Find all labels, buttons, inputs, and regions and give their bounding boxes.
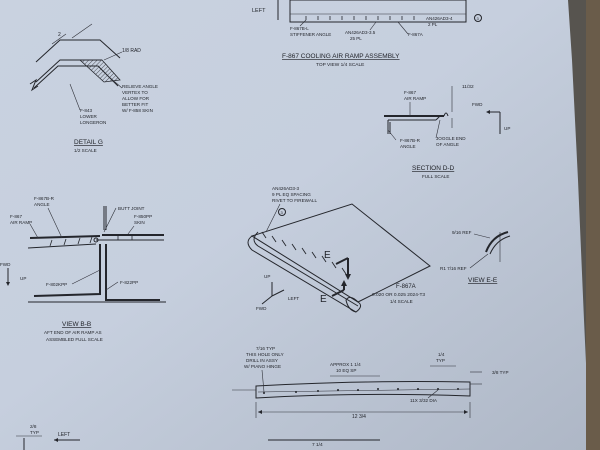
detail-g-title: DETAIL G	[74, 139, 103, 146]
view-ee-r2: R1 7/16 REF	[440, 266, 467, 271]
ramp-circle-note: 3	[281, 210, 284, 215]
view-ee: 9/16 REF R1 7/16 REF VIEW E-E	[440, 230, 511, 284]
ramp-rivet-1: AN426AD3-3	[272, 186, 300, 191]
top-left-label: LEFT	[252, 8, 266, 14]
section-dd: 11/32 F-867 AIR RAMP FWD UP F-867B-R ANG…	[384, 84, 510, 179]
top-strip: LEFT F-867B-L STIFFENER ANGLE AN426AD3-3…	[252, 0, 482, 68]
view-bb-fwd: FWD	[0, 262, 11, 267]
view-bb-p2: F-867	[10, 214, 22, 219]
view-bb-butt: BUTT JOINT	[118, 206, 145, 211]
view-bb-p1b: ANGLE	[34, 202, 50, 207]
hinge-approx-1: APPROX 1 1/4	[330, 362, 361, 367]
detail-g-note-5: W/ F-858 SKIN	[122, 108, 153, 113]
rivet-label: AN426AD3-3.5	[345, 30, 376, 35]
section-dd-dim: 11/32	[462, 84, 474, 90]
hinge-part: 7/16 TYP THIS HOLE ONLY DRILL IN ASSY W/…	[232, 346, 509, 420]
view-bb-p2b: AIR RAMP	[10, 220, 32, 225]
view-bb-sub-2: ASSEMBLED FULL SCALE	[46, 337, 103, 342]
ramp-fwd: FWD	[256, 306, 267, 311]
bl-left: LEFT	[58, 432, 70, 438]
section-dd-title: SECTION D-D	[412, 165, 455, 172]
view-bb-p3b: SKIN	[134, 220, 145, 225]
ramp-rivet-2: 9 PL EQ SPACING	[272, 192, 311, 197]
section-dd-fwd: FWD	[472, 102, 483, 107]
wood-edge	[586, 0, 600, 450]
detail-g-dim: 2	[58, 32, 61, 38]
hinge-note-4: W/ PIANO HINGE	[244, 364, 281, 369]
ramp-isometric: AN426AD3-3 9 PL EQ SPACING RIVET TO FIRE…	[247, 186, 431, 313]
ramp-up: UP	[264, 274, 270, 279]
hinge-holes: 11X 3/32 DIA	[410, 398, 438, 403]
hinge-note-3: DRILL IN ASSY	[246, 358, 278, 363]
view-bb-up: UP	[20, 276, 26, 281]
section-dd-part-1b: AIR RAMP	[404, 96, 426, 101]
section-dd-scale: FULL SCALE	[422, 174, 449, 179]
section-dd-up: UP	[504, 126, 510, 131]
detail-g-part-2: LOWER	[80, 114, 98, 119]
ramp-left: LEFT	[288, 296, 299, 301]
view-bb: F-867B-R ANGLE F-867 AIR RAMP BUTT JOINT…	[0, 196, 166, 342]
bl-dim-2: TYP	[30, 430, 39, 435]
rivet-label-right: AN426AD3-4	[426, 16, 453, 21]
view-ee-r1: 9/16 REF	[452, 230, 472, 235]
circle-note-top: 3	[477, 16, 480, 21]
hinge-tip-2: TYP	[436, 358, 445, 363]
view-bb-sub-1: AFT END OF AIR RAMP AS	[44, 330, 102, 335]
section-e-bottom: E	[320, 294, 327, 305]
hinge-approx-2: 10 EQ SP	[336, 368, 356, 373]
bottom-length-2: 7 1/4	[312, 442, 323, 448]
view-bb-p5: F-822PP	[120, 280, 138, 285]
detail-g-note-4: BETTER FIT	[122, 102, 148, 107]
detail-g-note-2: VERTEX TO	[122, 90, 148, 95]
detail-g-part-3: LONGERON	[80, 120, 106, 125]
bl-dim-1: 2/8	[30, 424, 37, 429]
detail-g-note-1: RELIEVE ANGLE	[122, 84, 158, 89]
view-bb-p4: F-802KPP	[46, 282, 67, 287]
assembly-title: F-867 COOLING AIR RAMP ASSEMBLY	[282, 53, 400, 60]
detail-g-rad: 1/8 RAD	[122, 48, 141, 54]
hinge-radius: 3/8 TYP	[492, 370, 509, 375]
detail-g-part-1: F-843	[80, 108, 92, 113]
section-dd-part-1: F-867	[404, 90, 416, 95]
section-dd-note-1: JOGGLE END	[436, 136, 466, 141]
detail-g-scale: 1/2 SCALE	[74, 148, 97, 153]
bottom-left-fragment: 2/8 TYP LEFT 7 1/4	[16, 424, 380, 450]
view-ee-title: VIEW E-E	[468, 277, 498, 284]
ramp-part: F-867A	[396, 284, 416, 290]
hinge-length: 12 3/4	[352, 414, 366, 420]
rivet-pl: 25 PL	[350, 36, 362, 41]
view-bb-p1: F-867B-R	[34, 196, 55, 201]
section-dd-part-2b: ANGLE	[400, 144, 416, 149]
rivet-pl-right: 2 PL	[428, 22, 438, 27]
hinge-note-2: THIS HOLE ONLY	[246, 352, 284, 357]
view-bb-title: VIEW B-B	[62, 321, 91, 328]
ramp-material: 0.020 OR 0.025 2024-T3	[372, 292, 425, 298]
view-bb-p3: F-850PP	[134, 214, 152, 219]
hinge-tip-1: 1/4	[438, 352, 445, 357]
section-dd-part-2: F-867B-R	[400, 138, 421, 143]
hinge-note-1: 7/16 TYP	[256, 346, 275, 351]
detail-g: 2 1/8 RAD RELIEVE ANGLE VERTEX TO ALLOW …	[29, 23, 158, 153]
ramp-rivet-3: RIVET TO FIREWALL	[272, 198, 317, 203]
stiffener-label-2: STIFFENER ANGLE	[290, 32, 331, 37]
section-e-top: E	[324, 250, 331, 261]
stiffener-label: F-867B-L	[290, 26, 309, 31]
ramp-scale: 1/4 SCALE	[390, 299, 413, 304]
section-dd-note-2: OF ANGLE	[436, 142, 459, 147]
part-f867a-top: F-867A	[408, 32, 423, 37]
assembly-subtitle: TOP VIEW 1/4 SCALE	[316, 62, 364, 68]
detail-g-note-3: ALLOW FOR	[122, 96, 150, 101]
